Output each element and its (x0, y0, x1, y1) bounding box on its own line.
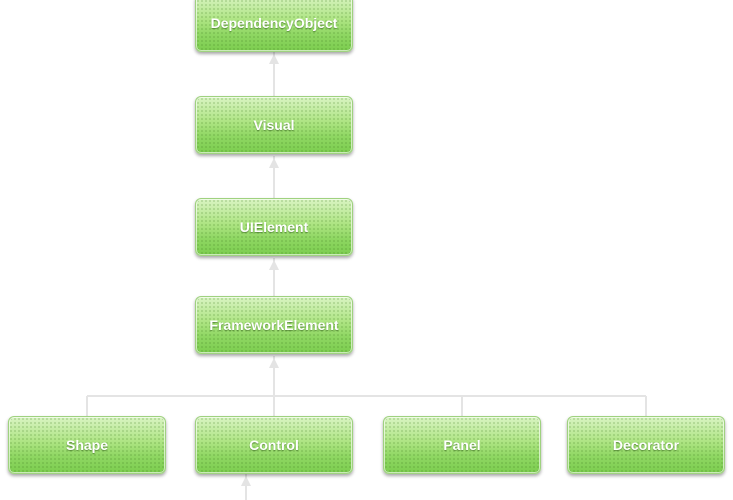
node-label: Control (249, 437, 299, 453)
node-dependencyobject: DependencyObject (195, 0, 353, 52)
arrowhead-dependencyobject (269, 54, 279, 64)
node-label: FrameworkElement (209, 317, 339, 333)
arrowhead-uielement (269, 260, 279, 270)
node-panel: Panel (383, 416, 541, 474)
node-label: Shape (65, 437, 108, 453)
node-visual: Visual (195, 96, 353, 154)
node-label: Panel (443, 437, 481, 453)
node-uielement: UIElement (195, 198, 353, 256)
node-control: Control (195, 416, 353, 474)
arrowhead-frameworkelement (269, 358, 279, 368)
arrowhead-visual (269, 158, 279, 168)
arrowhead-control-bottom (241, 476, 251, 486)
node-label: DependencyObject (210, 15, 338, 31)
node-frameworkelement: FrameworkElement (195, 296, 353, 354)
node-label: UIElement (239, 219, 309, 235)
node-shape: Shape (8, 416, 166, 474)
node-label: Decorator (612, 437, 680, 453)
node-decorator: Decorator (567, 416, 725, 474)
node-label: Visual (253, 117, 295, 133)
